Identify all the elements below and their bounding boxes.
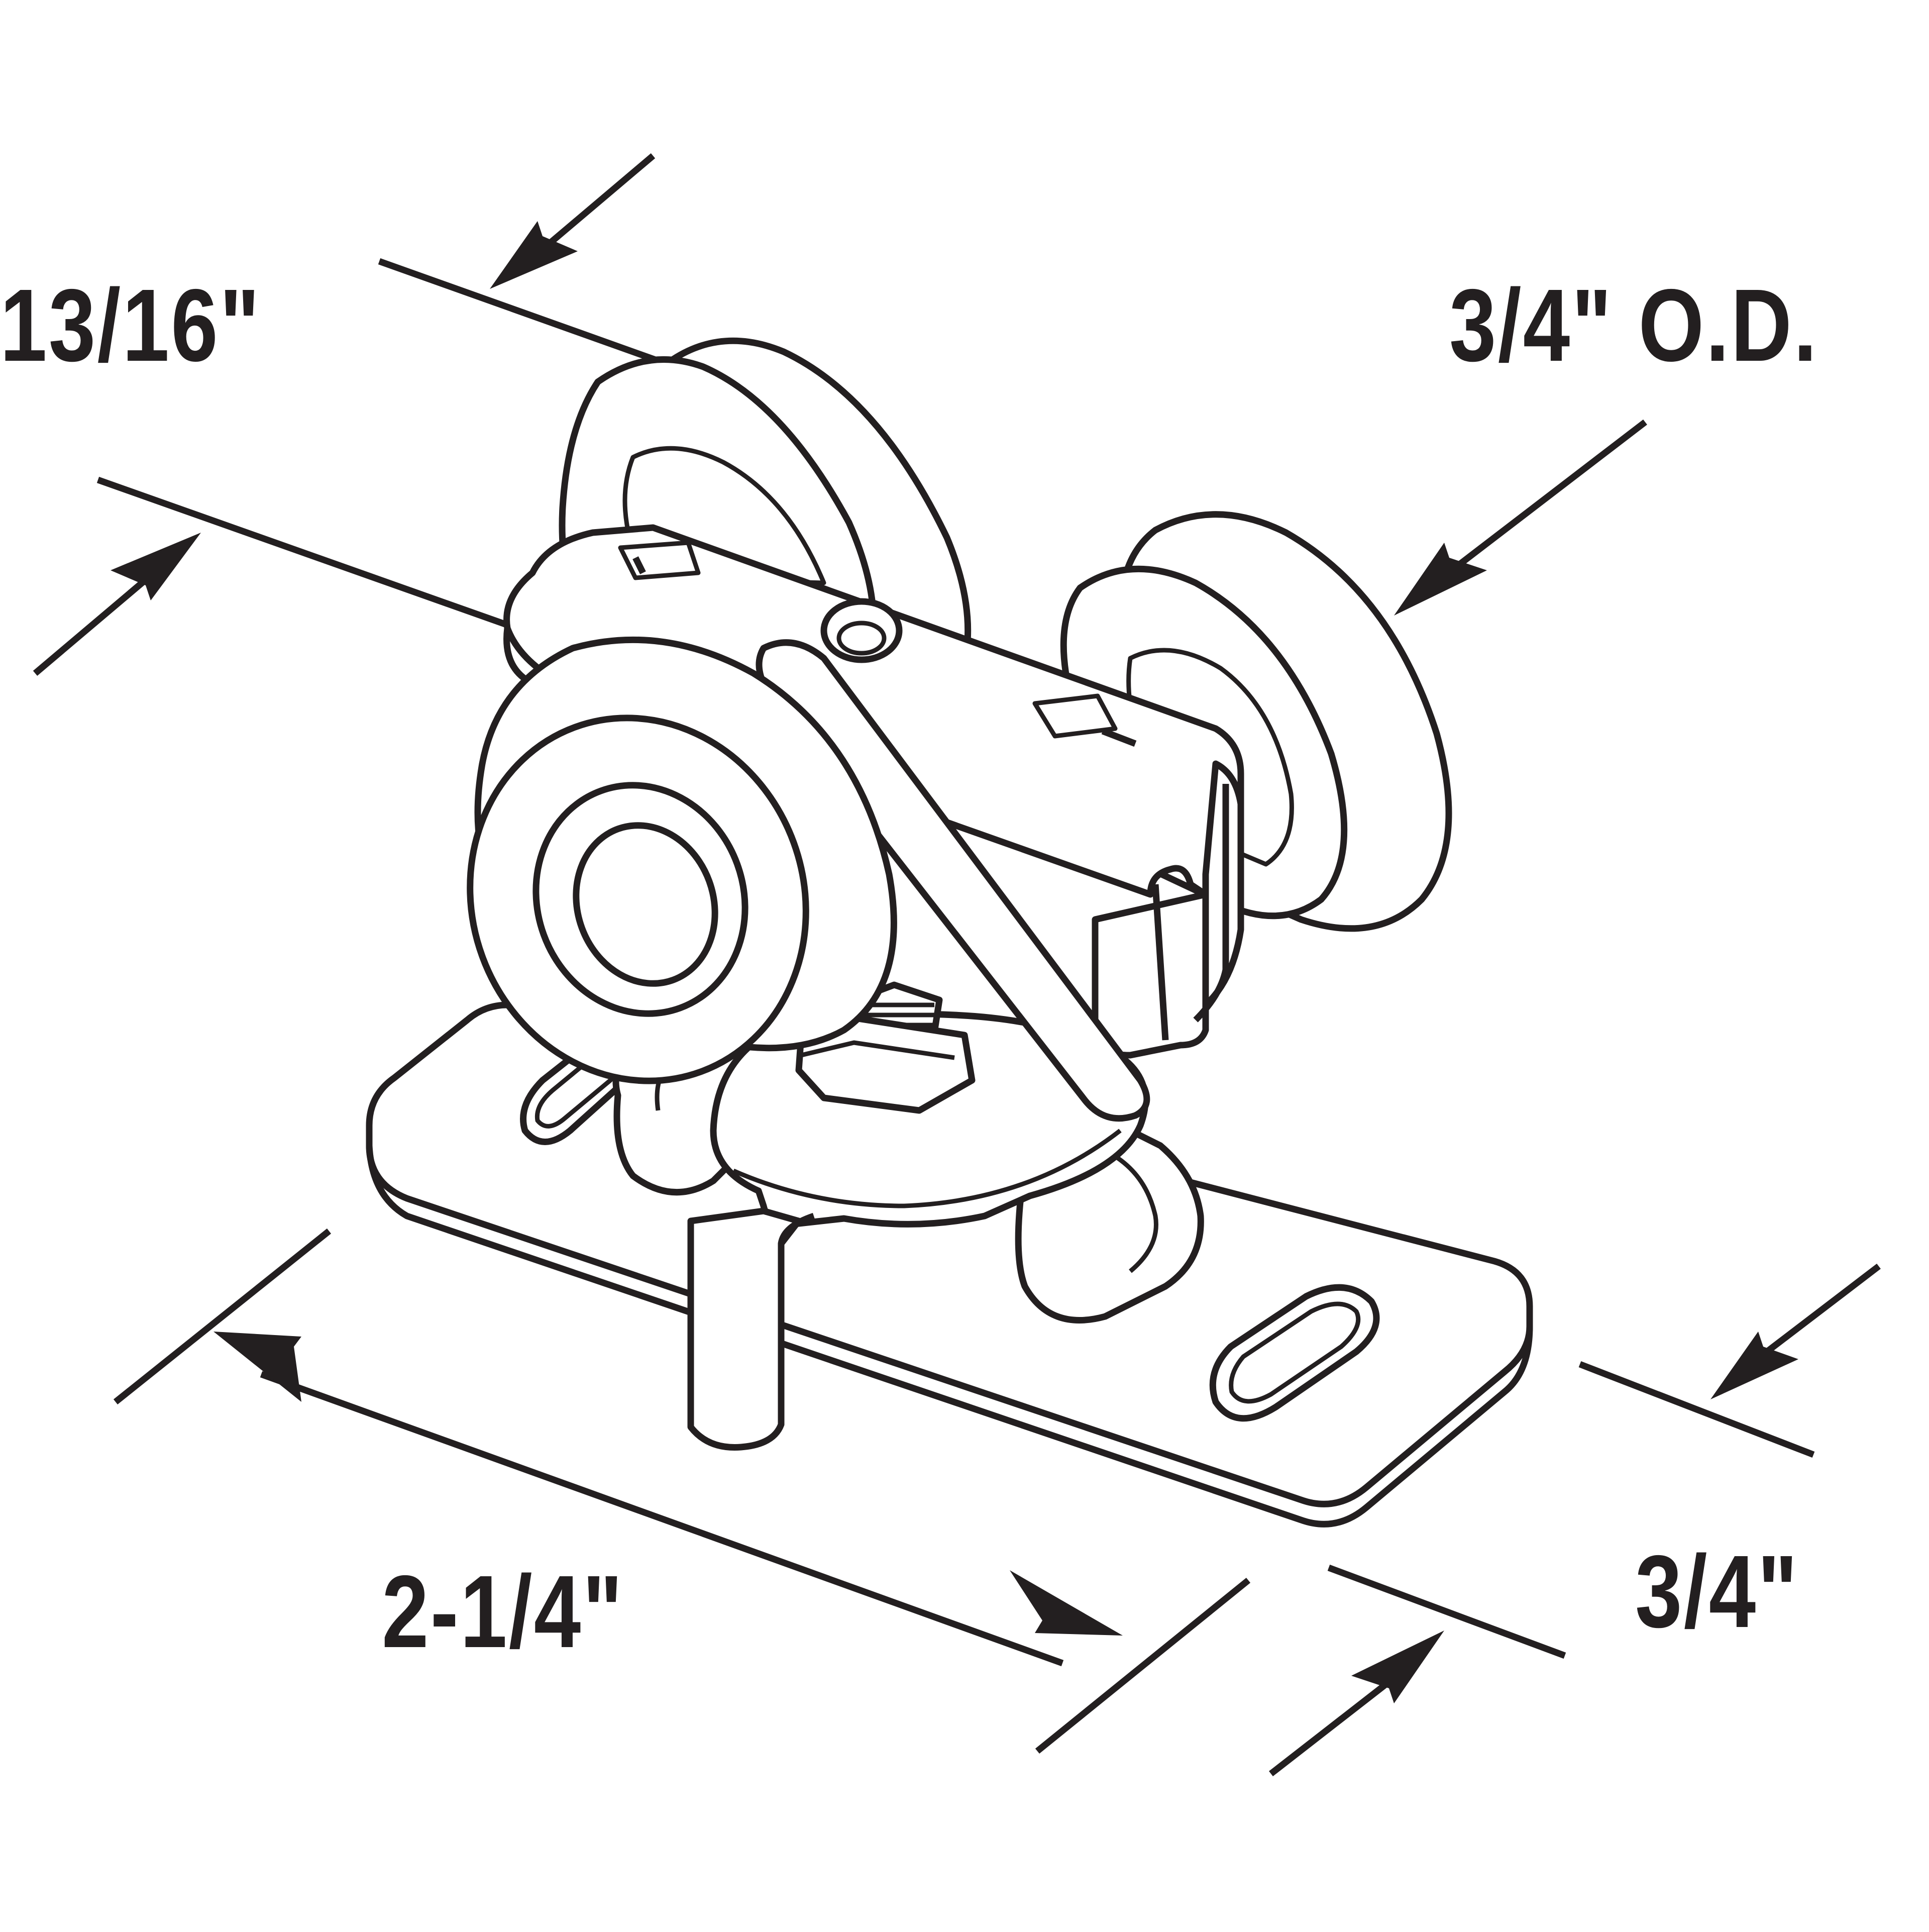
arrowhead-length-left [213,1332,301,1402]
pivot-pin [687,1207,802,1451]
wheel-diameter-label: 3/4" O.D. [1449,268,1819,383]
pivot-pin-shoulder [778,1212,815,1245]
cam-right-detail [1104,1148,1158,1273]
arrowhead-od [1394,543,1487,616]
extension-line-top [378,258,670,368]
dimension-od-marker [1394,419,1647,616]
front-block-edge [1152,884,1169,1041]
arrowhead-lower [111,533,201,600]
screw-hole-inner [836,621,887,656]
extension-left [113,1228,332,1405]
axle-housing [503,524,1244,898]
hex-nut-top-face [800,1040,955,1060]
front-wheel [467,636,897,1084]
arrowhead-top [490,221,578,289]
wheel-width-label: 13/16" [0,268,262,383]
dimension-2-1-4-markers [113,1228,1251,1754]
arrowhead-width-top [1710,1332,1798,1399]
housing-slot-left-mark [632,556,646,574]
pivot-plate-edge [732,1129,1122,1208]
housing-side-edge [1193,784,1229,1023]
plate-slot-right [1209,1284,1380,1422]
housing-slot-right [1032,693,1118,739]
plate-width-label: 3/4" [1635,1534,1799,1649]
arrowhead-width-bottom [1351,1631,1444,1703]
arrowhead-length-right [1010,1570,1123,1636]
housing-slot-right-mark [1101,728,1137,747]
hex-nut [795,1014,976,1114]
extension-right [1035,1577,1251,1754]
housing-slot-left [618,540,701,580]
dimension-line-length [260,1371,1064,1667]
housing-body [503,524,1244,898]
extension-lower-right [1327,1564,1566,1659]
arrow-shaft-od [1450,419,1647,573]
front-wheel-bore [573,822,718,987]
plate-slot-right-inner [1229,1301,1361,1404]
plate-length-label: 2-1/4" [382,1554,624,1669]
extension-upper-right [1578,1361,1815,1458]
dimension-3-4-width-markers [1269,1263,1881,1777]
front-block [1092,891,1209,1059]
plate-thickness-edge [366,1145,1533,1528]
